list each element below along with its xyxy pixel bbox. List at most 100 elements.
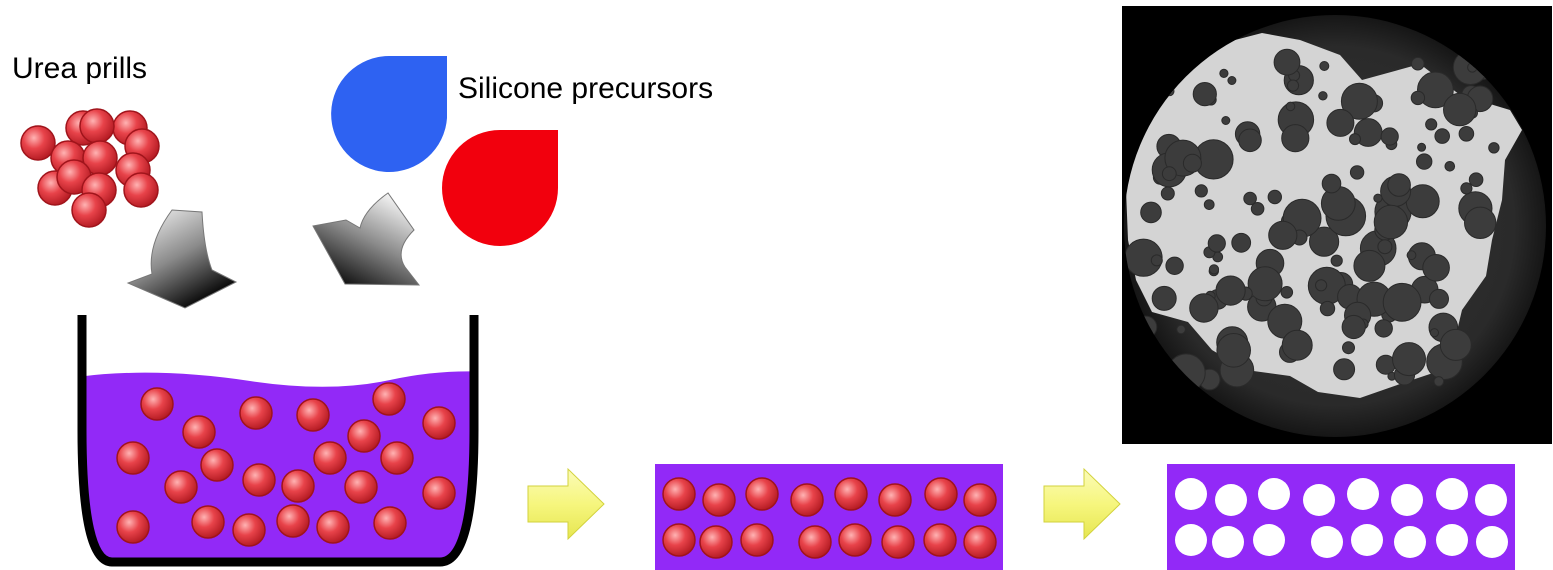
- pore: [1238, 128, 1262, 153]
- pore: [1347, 478, 1379, 510]
- pore: [1221, 116, 1231, 125]
- urea-prills-label: Urea prills: [12, 52, 148, 85]
- urea-prill: [242, 463, 276, 497]
- pore: [1182, 153, 1202, 173]
- pore: [1373, 204, 1409, 240]
- pore: [1318, 91, 1328, 101]
- urea-prill: [422, 476, 456, 510]
- pores: [1175, 478, 1508, 558]
- pore: [1194, 184, 1208, 198]
- pore: [1444, 161, 1456, 172]
- urea-prill: [164, 470, 198, 504]
- pore: [1411, 56, 1425, 71]
- urea-prill: [20, 125, 56, 161]
- pore: [1227, 76, 1237, 85]
- pore: [1349, 133, 1361, 146]
- silicone-precursors-label: Silicone precursors: [458, 72, 714, 105]
- pore: [1410, 90, 1426, 106]
- pore: [1161, 166, 1177, 182]
- pore: [1488, 142, 1500, 154]
- pore: [1333, 358, 1356, 381]
- urea-prill: [373, 506, 407, 540]
- urea-prill: [838, 523, 872, 557]
- pore: [1219, 68, 1229, 79]
- pore: [1243, 191, 1257, 206]
- urea-prill: [924, 477, 958, 511]
- pore: [1250, 202, 1265, 216]
- pore: [1311, 526, 1343, 558]
- pore: [1309, 226, 1340, 257]
- urea-prill: [182, 415, 216, 449]
- pore: [1425, 118, 1438, 131]
- urea-prill: [662, 523, 696, 557]
- pore: [1189, 293, 1219, 323]
- pore: [1215, 484, 1247, 516]
- urea-prill: [79, 108, 115, 144]
- pore: [1341, 314, 1366, 340]
- pore: [1203, 199, 1215, 211]
- right-arrow-icon: [527, 467, 605, 541]
- pore: [1326, 108, 1355, 137]
- pore: [1175, 478, 1207, 510]
- pore: [1140, 201, 1162, 224]
- urea-prill: [116, 441, 150, 475]
- pore: [1340, 82, 1378, 120]
- urea-prill: [316, 510, 350, 544]
- pore: [1422, 253, 1450, 282]
- urea-prill: [372, 382, 406, 416]
- pore: [1319, 300, 1336, 317]
- pore: [1351, 524, 1383, 556]
- silicone-precursor-red-drop: [442, 130, 558, 246]
- pore: [1458, 126, 1475, 142]
- urea-prill: [699, 525, 733, 559]
- pore: [1464, 206, 1497, 240]
- pore: [1247, 266, 1283, 302]
- pores: [1124, 44, 1500, 394]
- pore: [1391, 484, 1423, 516]
- urea-prill: [232, 513, 266, 547]
- urea-prill: [790, 483, 824, 517]
- curved-down-arrow-icon: [126, 209, 238, 309]
- urea-prill: [123, 172, 159, 208]
- pore: [1303, 484, 1335, 516]
- curved-down-arrow-icon: [312, 192, 421, 286]
- urea-prill: [798, 525, 832, 559]
- pore: [1476, 526, 1508, 558]
- pore: [1315, 279, 1328, 292]
- urea-prill: [422, 406, 456, 440]
- urea-prill: [116, 510, 150, 544]
- pore: [1377, 239, 1393, 255]
- porous-silicone-slab: [1167, 464, 1515, 570]
- dispersed-urea-prills: [116, 382, 456, 547]
- pore: [1165, 256, 1184, 275]
- container-wall: [77, 315, 479, 567]
- pore: [1176, 324, 1186, 335]
- pore: [1417, 142, 1427, 152]
- pore: [1175, 524, 1207, 556]
- pore: [1436, 524, 1468, 556]
- pore: [1443, 92, 1477, 127]
- pore: [1468, 172, 1484, 187]
- pore: [1281, 124, 1310, 153]
- urea-prill: [347, 419, 381, 453]
- urea-prill: [281, 469, 315, 503]
- micro-ct-image: [1122, 6, 1552, 444]
- pore: [1286, 79, 1300, 92]
- pore: [1212, 526, 1244, 558]
- pore: [1208, 264, 1220, 275]
- pore: [1215, 275, 1246, 306]
- embedded-urea-prills: [662, 477, 997, 559]
- urea-prill: [702, 483, 736, 517]
- pore: [1160, 186, 1175, 201]
- urea-prill: [380, 441, 414, 475]
- urea-prill: [296, 398, 330, 432]
- urea-prill: [191, 505, 225, 539]
- pore: [1280, 286, 1294, 299]
- pore: [1434, 128, 1450, 144]
- pore: [1416, 153, 1433, 170]
- pore: [1231, 232, 1252, 253]
- pore: [1436, 478, 1468, 510]
- pore: [1373, 193, 1383, 203]
- pore: [1321, 173, 1342, 194]
- pore: [1253, 524, 1285, 556]
